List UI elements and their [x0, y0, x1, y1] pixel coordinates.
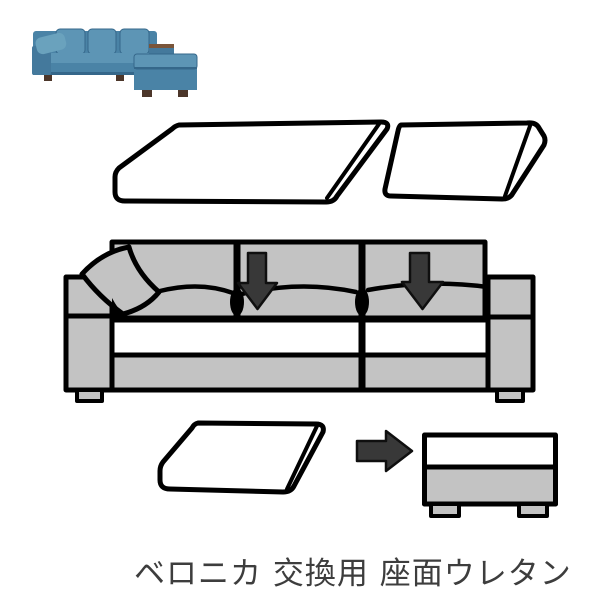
sofa-foot-right [495, 388, 525, 403]
photo-sofa-foot [116, 75, 124, 81]
seat-cushion-right [382, 120, 548, 202]
cushion-gap-right [355, 288, 369, 316]
product-title: ベロニカ 交換用 座面ウレタン [134, 556, 572, 592]
ottoman-base [422, 464, 558, 507]
backrest-divider-left [233, 242, 241, 319]
right-arrow-icon [355, 429, 414, 473]
photo-base-shadow [33, 72, 157, 75]
down-arrow-icon [236, 251, 279, 311]
seat-cushion-left-edge [325, 122, 381, 200]
seat-cushion-right-edge [503, 124, 532, 198]
photo-sofa-foot [44, 75, 52, 81]
sofa-foot-left [75, 388, 104, 403]
photo-sofa [32, 28, 198, 97]
product-photo-blue-sofa [32, 28, 198, 97]
photo-ottoman-foot [142, 89, 152, 97]
sofa-right-arm [485, 274, 536, 393]
cushion-gap-left [230, 288, 244, 316]
ottoman-cushion-edge [285, 424, 319, 491]
photo-ottoman-seam [134, 67, 197, 69]
sofa-frame-illustration [63, 239, 536, 403]
ottoman-cushion [157, 420, 326, 495]
seat-cushion-left [112, 119, 391, 205]
sofa-front-rail [109, 352, 491, 393]
replacement-seat-cushions-illustration [112, 119, 548, 205]
photo-ottoman-front [134, 68, 197, 90]
down-arrow-icon [400, 251, 445, 311]
ottoman-foot-left [429, 502, 461, 518]
pillow-shadow [112, 298, 124, 318]
photo-pillow [35, 32, 67, 55]
photo-seat-cushions [50, 53, 156, 64]
ottoman-foot-right [517, 502, 549, 518]
ottoman-swap-illustration [157, 420, 558, 518]
photo-arm-wood-trim [149, 44, 174, 48]
photo-ottoman-foot [178, 89, 188, 97]
